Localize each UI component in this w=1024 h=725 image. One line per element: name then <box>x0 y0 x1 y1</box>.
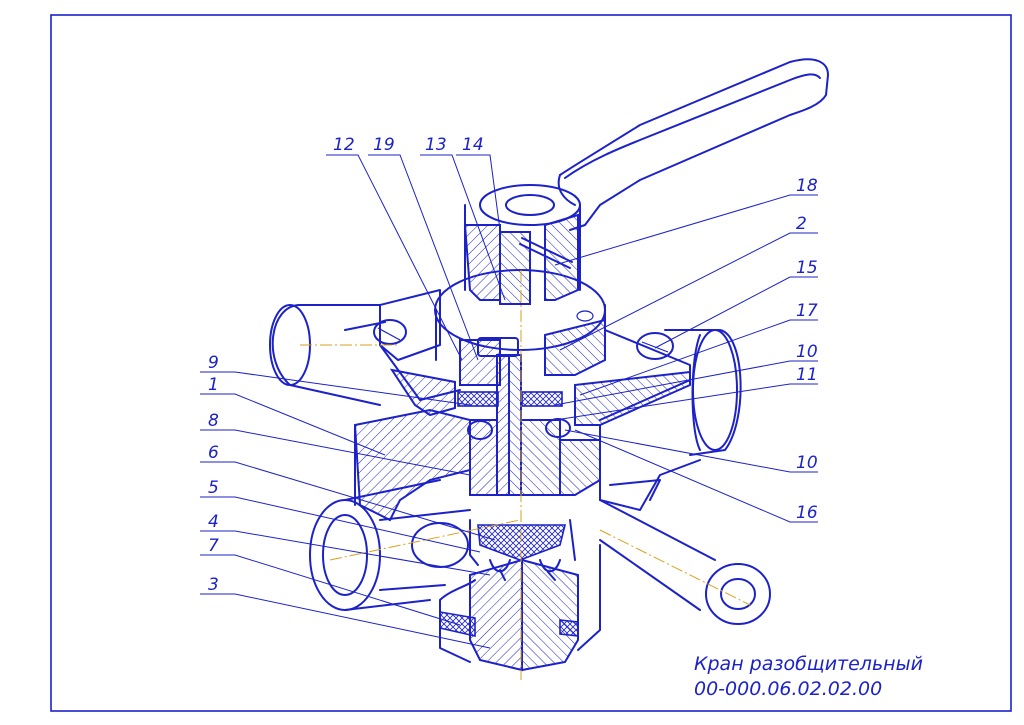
bottom-cap <box>439 544 601 672</box>
callout-4: 4 <box>208 512 219 532</box>
callout-6: 6 <box>208 443 219 463</box>
body-section <box>353 354 701 522</box>
callout-2: 2 <box>796 214 807 234</box>
callout-8: 8 <box>208 411 219 431</box>
callout-17: 17 <box>796 301 818 321</box>
drawing-frame <box>50 14 1012 712</box>
right-lower-pipe <box>599 479 771 625</box>
callout-7: 7 <box>208 536 219 556</box>
callout-15: 15 <box>796 258 818 278</box>
center-axes <box>300 270 751 680</box>
callout-5: 5 <box>208 478 219 498</box>
top-cap <box>463 184 581 305</box>
drawing-name: Кран разобщительный <box>694 653 923 675</box>
callout-14: 14 <box>462 135 484 155</box>
right-upper-pipe <box>664 329 742 456</box>
callout-18: 18 <box>796 176 818 196</box>
callout-12: 12 <box>333 135 355 155</box>
callout-1: 1 <box>208 375 219 395</box>
title-block: Кран разобщительный 00-000.06.02.02.00 <box>694 652 923 702</box>
callout-19: 19 <box>373 135 395 155</box>
callouts: 12 19 13 14 18 2 15 17 10 11 10 16 9 1 8… <box>200 135 818 649</box>
callout-11: 11 <box>796 365 818 385</box>
callout-13: 13 <box>425 135 447 155</box>
callout-16: 16 <box>796 503 818 523</box>
callout-10-lower: 10 <box>796 453 818 473</box>
callout-3: 3 <box>208 575 219 595</box>
left-lower-pipe <box>309 479 471 611</box>
callout-10-upper: 10 <box>796 342 818 362</box>
callout-9: 9 <box>208 353 219 373</box>
handle <box>557 58 829 231</box>
drawing-designation: 00-000.06.02.02.00 <box>694 678 883 700</box>
